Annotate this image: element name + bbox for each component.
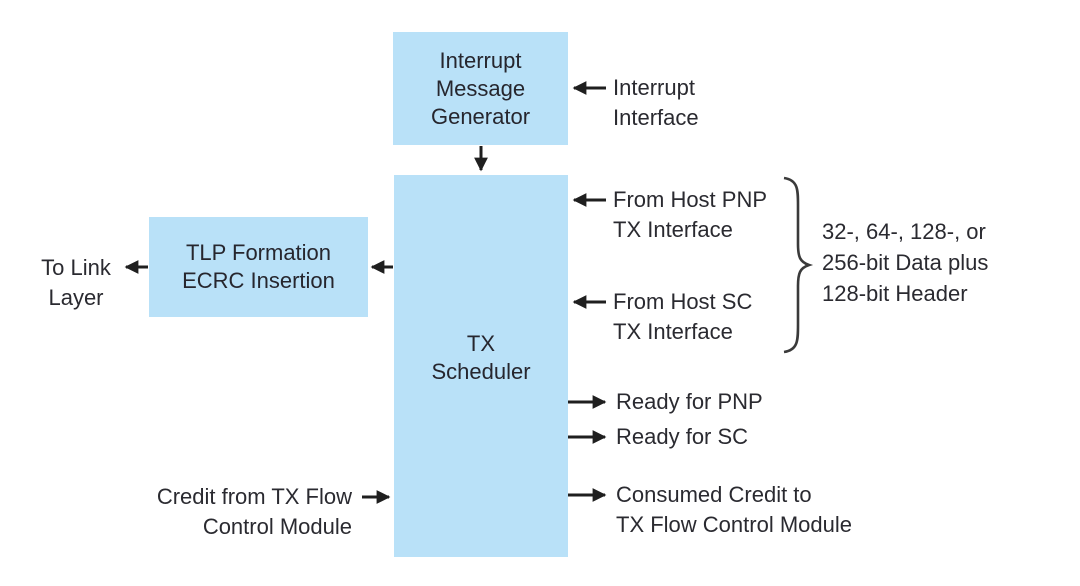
to-link-layer-label: To Link Layer — [41, 255, 111, 310]
data-width-note-label: 32-, 64-, 128-, or 256-bit Data plus 128… — [822, 219, 989, 306]
tlp-formation-box: TLP Formation ECRC Insertion — [149, 217, 368, 317]
consumed-credit-label: Consumed Credit to TX Flow Control Modul… — [616, 482, 852, 537]
ready-for-pnp-label: Ready for PNP — [616, 389, 763, 414]
from-host-pnp-label: From Host PNP TX Interface — [613, 187, 768, 242]
interrupt-interface-label: Interrupt Interface — [613, 75, 699, 130]
ready-for-sc-label: Ready for SC — [616, 424, 749, 449]
from-host-sc-label: From Host SC TX Interface — [613, 289, 753, 344]
credit-from-tx-flow-label: Credit from TX Flow Control Module — [156, 484, 352, 539]
tx-scheduler-box: TX Scheduler — [394, 175, 568, 557]
grouping-brace — [783, 176, 814, 354]
interrupt-message-generator-box: Interrupt Message Generator — [393, 32, 568, 145]
